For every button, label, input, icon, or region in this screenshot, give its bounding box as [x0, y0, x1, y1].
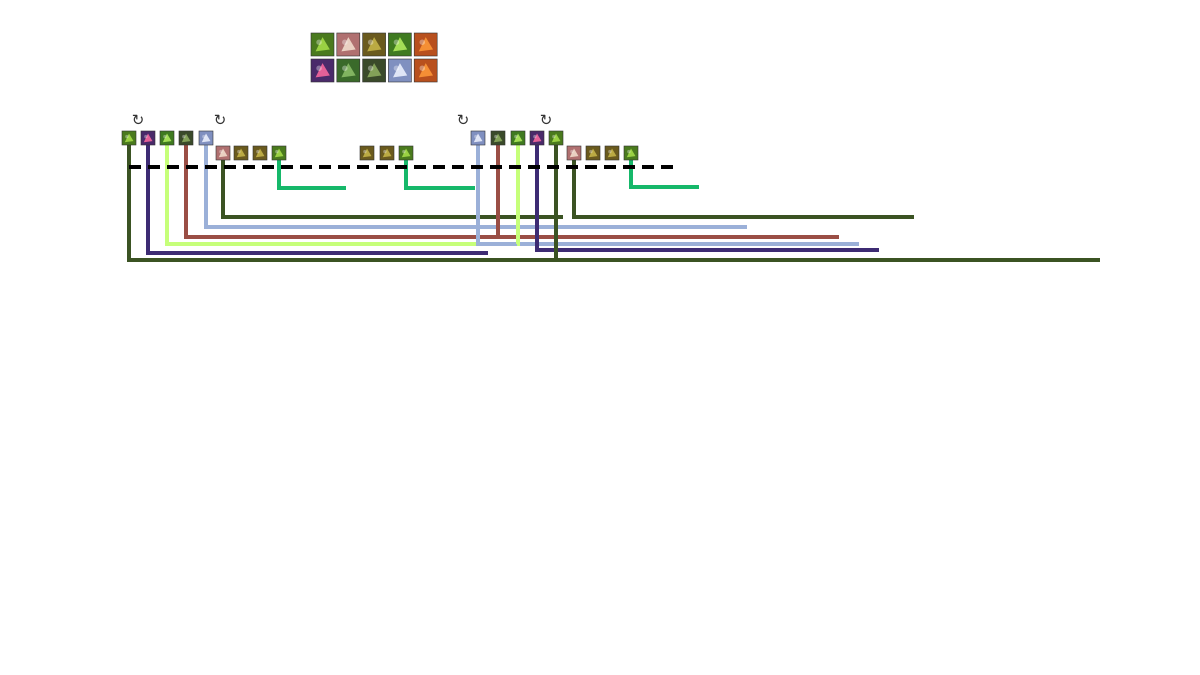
beast-claw-skill-icon: [252, 145, 268, 161]
beast-claw-skill-icon: [362, 32, 386, 57]
green-leaf-skill-icon: [121, 130, 137, 146]
duration-bar-brown-red: [496, 145, 515, 239]
beast-claw-skill-icon: [233, 145, 249, 161]
beast-claw-skill-icon: [604, 145, 620, 161]
cycle-markers: ↻ ↻ ↻ ↻: [132, 111, 553, 129]
duration-bar-light-blue: [476, 145, 859, 246]
red-feather-skill-icon: [566, 145, 582, 161]
dark-green-beast-skill-icon: [490, 130, 506, 146]
skill-legend: [310, 32, 438, 83]
duration-bars: [127, 145, 1100, 262]
dark-green-beast-skill-icon: [178, 130, 194, 146]
duration-bar-brown-red: [184, 145, 839, 239]
red-feather-skill-icon: [215, 145, 231, 161]
beast-claw-skill-icon: [359, 145, 375, 161]
dark-green-beast-skill-icon: [362, 58, 386, 83]
duration-bar-navy-purple: [146, 145, 488, 255]
duration-bar-lime: [516, 145, 520, 246]
ice-blue-skill-icon: [388, 58, 412, 83]
ice-blue-skill-icon: [198, 130, 214, 146]
cycle-refresh-icon: ↻: [540, 111, 553, 129]
beast-claw-skill-icon: [585, 145, 601, 161]
purple-orb-skill-icon: [140, 130, 156, 146]
purple-orb-skill-icon: [310, 58, 335, 83]
fire-orange-skill-icon: [413, 32, 438, 57]
duration-bar-lime: [165, 145, 507, 246]
green-leaf-skill-icon: [271, 145, 287, 161]
green-shell-skill-icon: [336, 58, 361, 83]
fire-orange-skill-icon: [413, 58, 438, 83]
duration-bar-teal: [277, 160, 346, 190]
green-leaf-skill-icon: [310, 32, 335, 57]
green-wolf-skill-icon: [388, 32, 412, 57]
beast-claw-skill-icon: [379, 145, 395, 161]
cycle-refresh-icon: ↻: [132, 111, 145, 129]
duration-bar-light-blue: [204, 145, 747, 229]
duration-bar-teal: [629, 160, 699, 189]
green-leaf-skill-icon: [398, 145, 414, 161]
duration-bar-dark-green: [221, 160, 563, 219]
ice-blue-skill-icon: [470, 130, 486, 146]
duration-bar-teal: [404, 160, 475, 190]
green-wolf-skill-icon: [159, 130, 175, 146]
green-leaf-skill-icon: [548, 130, 564, 146]
timeline-icons: [121, 130, 639, 161]
green-wolf-skill-icon: [510, 130, 526, 146]
red-feather-skill-icon: [336, 32, 361, 57]
duration-bar-navy-purple: [535, 145, 879, 252]
duration-bar-dark-green: [572, 160, 914, 219]
green-leaf-skill-icon: [623, 145, 639, 161]
cycle-refresh-icon: ↻: [457, 111, 470, 129]
purple-orb-skill-icon: [529, 130, 545, 146]
duration-bar-dark-green: [127, 145, 1100, 262]
cycle-refresh-icon: ↻: [214, 111, 227, 129]
